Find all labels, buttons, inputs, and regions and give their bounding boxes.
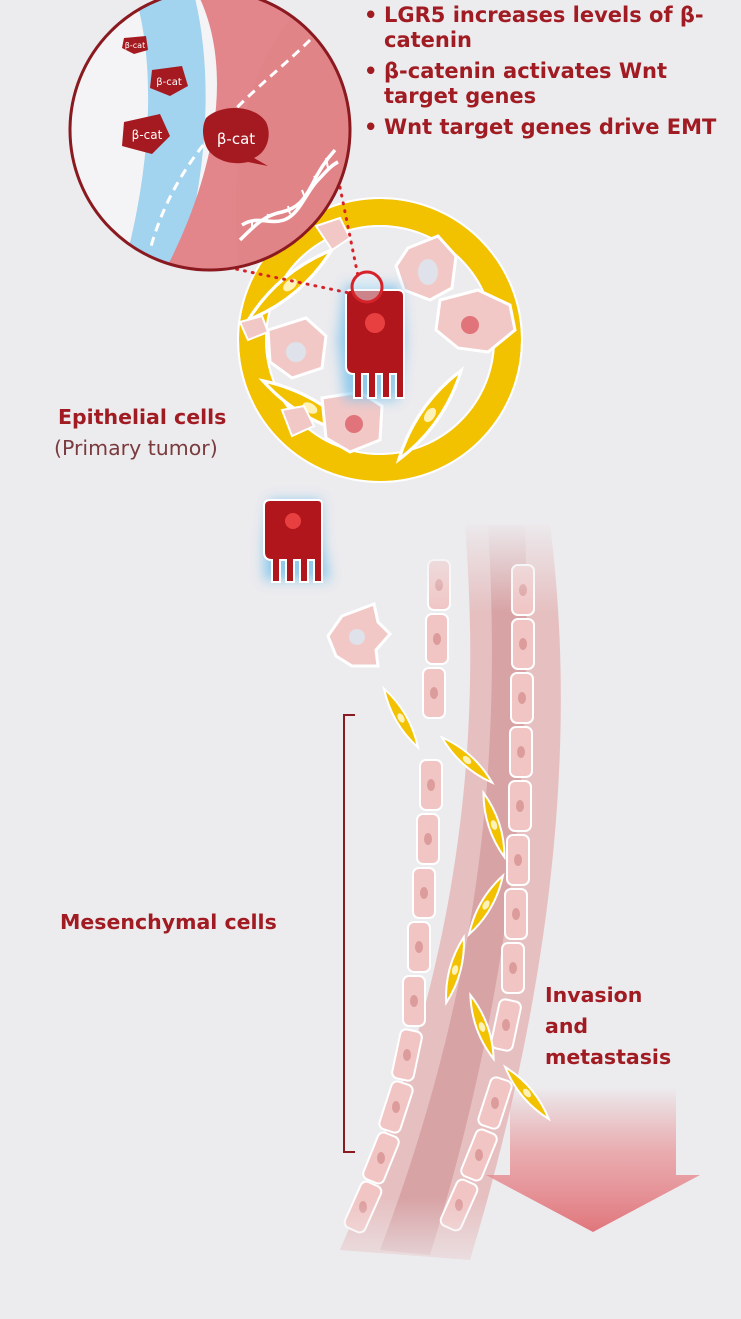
zoom-label-2: β-cat bbox=[156, 77, 182, 88]
zoom-label-4: β-cat bbox=[217, 130, 255, 148]
invasion-arrow bbox=[486, 1088, 700, 1232]
bullet-wnt-emt: Wnt target genes drive EMT bbox=[362, 115, 737, 140]
beta-catenin-large: β-cat bbox=[122, 114, 170, 154]
bullet-beta-catenin: β-catenin activates Wnt target genes bbox=[362, 59, 737, 108]
mechanism-bullets: LGR5 increases levels of β-catenin β-cat… bbox=[362, 3, 737, 147]
invasion-line-3: metastasis bbox=[545, 1045, 672, 1069]
bullet-lgr5: LGR5 increases levels of β-catenin bbox=[362, 3, 737, 52]
detached-tumor-cell bbox=[263, 499, 330, 583]
beta-catenin-medium: β-cat bbox=[150, 66, 188, 96]
zoom-inset: β-cat β-cat β-cat β-cat bbox=[68, 0, 352, 272]
beta-catenin-nuclear: β-cat bbox=[203, 107, 269, 166]
invasion-line-2: and bbox=[545, 1014, 589, 1038]
mesenchymal-label: Mesenchymal cells bbox=[60, 907, 277, 938]
epithelial-title: Epithelial cells bbox=[58, 405, 227, 429]
zoom-label-3: β-cat bbox=[132, 128, 163, 142]
mesenchymal-bracket bbox=[343, 714, 355, 1153]
beta-catenin-small: β-cat bbox=[122, 36, 148, 54]
zoom-label-1: β-cat bbox=[125, 41, 145, 50]
mesenchymal-title: Mesenchymal cells bbox=[60, 910, 277, 934]
epithelial-label: Epithelial cells (Primary tumor) bbox=[54, 402, 227, 464]
primary-tumor-cluster bbox=[237, 197, 523, 483]
invasion-label: Invasion and metastasis bbox=[545, 980, 671, 1073]
invasion-line-1: Invasion bbox=[545, 983, 643, 1007]
epithelial-subtitle: (Primary tumor) bbox=[54, 436, 218, 460]
